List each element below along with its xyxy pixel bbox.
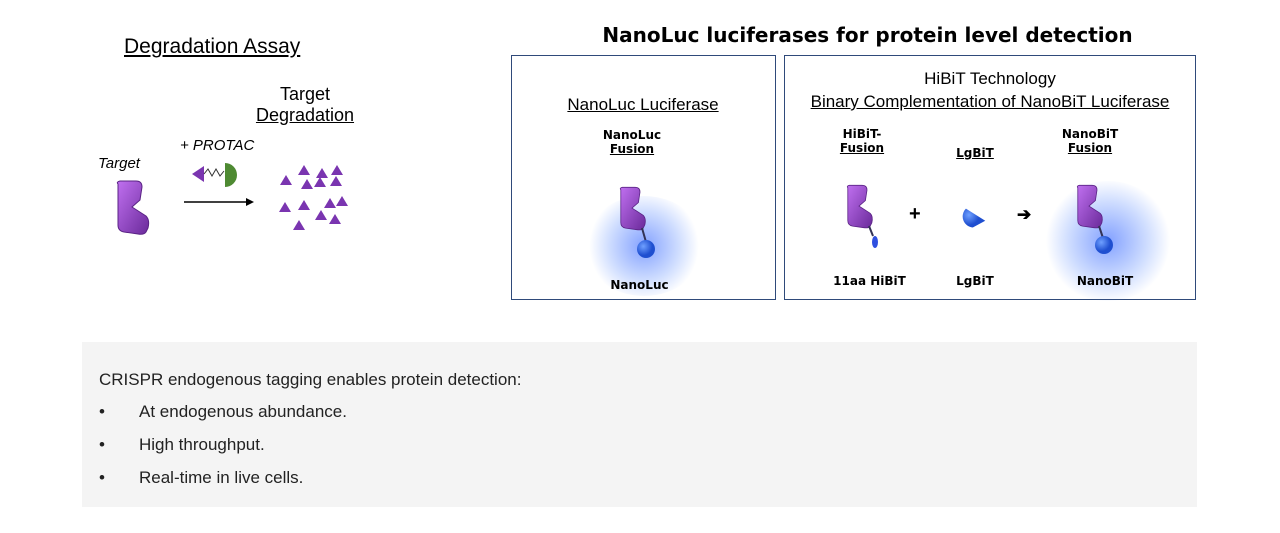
nanoluc-luciferase-panel: NanoLuc Luciferase NanoLuc Fusion NanoLu… — [511, 55, 776, 300]
result-line-1: Target — [279, 84, 331, 104]
plus-sign: + — [909, 203, 921, 225]
summary-item: Real-time in live cells. — [139, 468, 304, 487]
fusion-line-1: NanoLuc — [602, 128, 662, 142]
lgbit-bottom-label: LgBiT — [956, 274, 994, 288]
hibit-technology-panel: HiBiT Technology Binary Complementation … — [784, 55, 1196, 301]
summary-item: At endogenous abundance. — [139, 402, 347, 421]
fusion-line-2: Fusion — [609, 142, 655, 156]
arrow-icon: ➔ — [1017, 205, 1032, 224]
nanobit-fusion-protein-icon — [1076, 184, 1113, 254]
bullet-icon: • — [99, 435, 105, 454]
col1-line-1: HiBiT- — [842, 127, 882, 141]
nanobit-fusion-label: NanoBiT Fusion — [1035, 127, 1145, 155]
protac-molecule-icon — [192, 163, 237, 187]
protac-label: + PROTAC — [180, 137, 255, 154]
nanoluc-panel-title: NanoLuc Luciferase — [567, 95, 719, 114]
nanoluc-section-title: NanoLuc luciferases for protein level de… — [602, 23, 1133, 47]
col1-line-2: Fusion — [839, 141, 885, 155]
degradation-result-label: Target Degradation — [250, 84, 360, 126]
hibit-fusion-protein-icon — [846, 184, 878, 248]
col3-line-2: Fusion — [1067, 141, 1113, 155]
title-line-1: HiBiT Technology — [924, 69, 1056, 88]
hibit-bottom-label: 11aa HiBiT — [833, 274, 906, 288]
target-label: Target — [98, 155, 140, 172]
summary-heading: CRISPR endogenous tagging enables protei… — [99, 370, 522, 389]
title-line-2: Binary Complementation of NanoBiT Lucife… — [810, 92, 1170, 111]
col3-line-1: NanoBiT — [1061, 127, 1119, 141]
nanoluc-fusion-label: NanoLuc Fusion — [572, 128, 692, 156]
nanoluc-bottom-label: NanoLuc — [610, 278, 669, 292]
bullet-icon: • — [99, 468, 105, 487]
degradation-assay-title: Degradation Assay — [124, 35, 301, 58]
summary-item: High throughput. — [139, 435, 265, 454]
degraded-fragments-icon — [279, 165, 348, 230]
nanoluc-fusion-protein-icon — [619, 186, 655, 258]
bullet-icon: • — [99, 402, 105, 421]
hibit-fusion-label: HiBiT- Fusion — [812, 127, 912, 155]
reaction-arrow-icon — [184, 198, 254, 206]
hibit-panel-title: HiBiT Technology Binary Complementation … — [785, 69, 1195, 112]
nanobit-bottom-label: NanoBiT — [1076, 274, 1134, 288]
lgbit-header-label: LgBiT — [956, 146, 994, 160]
result-line-2: Degradation — [255, 105, 355, 125]
lgbit-protein-icon — [962, 208, 986, 228]
summary-panel: CRISPR endogenous tagging enables protei… — [82, 342, 1197, 507]
target-protein-icon — [112, 180, 152, 235]
